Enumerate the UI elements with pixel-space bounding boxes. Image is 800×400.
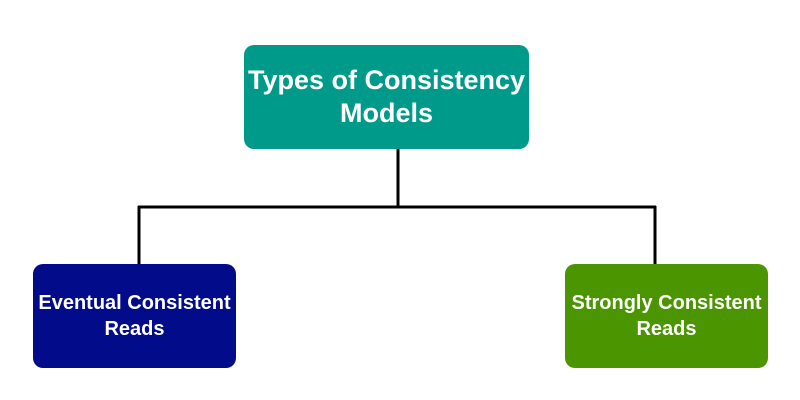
eventual-consistent-reads-label: Eventual Consistent Reads: [38, 292, 231, 340]
root-node-label: Types of Consistency Models: [247, 65, 526, 128]
strongly-consistent-reads-label: Strongly Consistent Reads: [571, 292, 762, 340]
root-node-consistency-models: Types of Consistency Models: [244, 45, 529, 149]
child-node-strongly-consistent-reads: Strongly Consistent Reads: [565, 264, 768, 368]
child-node-eventual-consistent-reads: Eventual Consistent Reads: [33, 264, 236, 368]
